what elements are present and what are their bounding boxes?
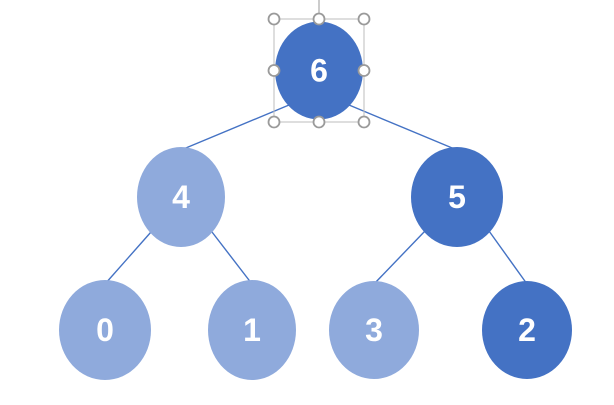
node-circle — [329, 281, 419, 379]
edges-layer — [104, 104, 528, 285]
tree-edge-n6-n4[interactable] — [180, 104, 290, 151]
tree-node-0[interactable]: 0 — [59, 280, 151, 380]
node-label: 3 — [365, 312, 383, 348]
tree-edge-n5-n3[interactable] — [373, 230, 426, 285]
nodes-layer: 6 4 5 0 1 3 2 — [59, 21, 572, 380]
node-circle — [208, 280, 296, 380]
selection-handle-w[interactable] — [267, 64, 281, 77]
node-label: 2 — [518, 312, 536, 348]
tree-edge-n5-n2[interactable] — [488, 230, 528, 285]
tree-edge-n6-n5[interactable] — [348, 104, 458, 151]
selection-handle-nw[interactable] — [267, 12, 281, 26]
selection-overlay — [267, 0, 371, 129]
tree-node-1[interactable]: 1 — [208, 280, 296, 380]
tree-edge-n4-n1[interactable] — [211, 231, 253, 285]
selection-handle-e[interactable] — [357, 64, 371, 77]
selection-handle-sw[interactable] — [267, 115, 281, 129]
selection-handle-s[interactable] — [312, 115, 326, 129]
node-label: 4 — [172, 179, 190, 215]
tree-node-6[interactable]: 6 — [275, 21, 363, 120]
node-circle — [137, 147, 225, 247]
selection-handle-se[interactable] — [357, 115, 371, 129]
node-circle — [482, 281, 572, 379]
node-label: 0 — [96, 312, 114, 348]
node-label: 5 — [448, 179, 466, 215]
tree-node-2[interactable]: 2 — [482, 281, 572, 379]
tree-edge-n4-n0[interactable] — [104, 231, 152, 285]
selection-handle-n[interactable] — [312, 12, 326, 26]
tree-node-5[interactable]: 5 — [411, 147, 503, 247]
selection-handle-ne[interactable] — [357, 12, 371, 26]
tree-node-3[interactable]: 3 — [329, 281, 419, 379]
node-circle — [411, 147, 503, 247]
node-circle — [275, 21, 363, 120]
node-label: 1 — [243, 312, 261, 348]
tree-node-4[interactable]: 4 — [137, 147, 225, 247]
node-circle — [59, 280, 151, 380]
node-label: 6 — [310, 53, 328, 89]
